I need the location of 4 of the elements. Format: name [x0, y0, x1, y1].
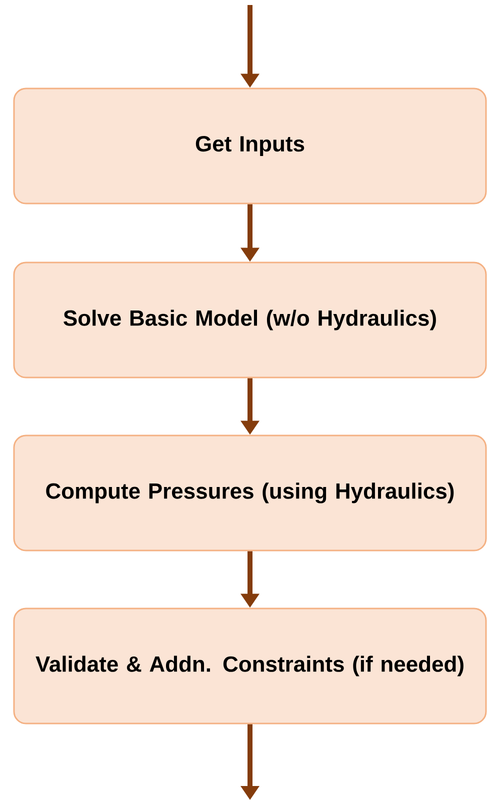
process-box: Validate & Addn. Constraints (if needed) [13, 608, 487, 724]
process-box: Get Inputs [13, 88, 487, 204]
process-box: Compute Pressures (using Hydraulics) [13, 434, 487, 552]
process-box: Solve Basic Model (w/o Hydraulics) [13, 262, 487, 378]
